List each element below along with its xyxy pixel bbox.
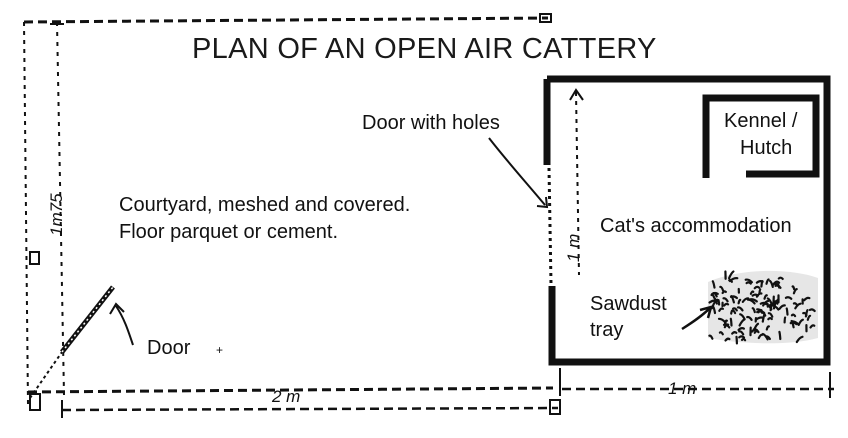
- door-leaf: [29, 285, 115, 399]
- dimension-courtyard-depth: [50, 21, 65, 396]
- label-door: Door: [147, 337, 191, 359]
- dimension-accommodation-depth: [569, 88, 584, 276]
- door-with-holes-leaf: [547, 167, 553, 285]
- kennel-outline: [702, 94, 820, 178]
- accommodation-walls: [543, 75, 831, 366]
- door-arrow: [109, 302, 134, 346]
- label-courtyard-line2: Floor parquet or cement.: [119, 221, 338, 243]
- door-with-holes-arrow: [488, 137, 549, 209]
- sawdust-tray: [708, 270, 818, 345]
- courtyard-outline: [23, 13, 554, 406]
- door-tick: +: [216, 343, 223, 357]
- label-kennel-line1: Kennel /: [724, 110, 798, 132]
- dimension-accommodation-width: [559, 368, 834, 398]
- dimension-courtyard-width-label: 2 m: [271, 387, 300, 406]
- dimension-accommodation-width-label: 1 m: [668, 379, 696, 398]
- label-sawdust-line1: Sawdust: [590, 293, 667, 315]
- dimension-courtyard-depth-label: 1m75: [47, 193, 66, 236]
- sawdust-arrow: [681, 305, 713, 331]
- dimension-accommodation-depth-label: 1 m: [564, 234, 583, 262]
- label-kennel-line2: Hutch: [740, 137, 793, 159]
- diagram-title: PLAN OF AN OPEN AIR CATTERY: [192, 33, 657, 65]
- label-accommodation: Cat's accommodation: [600, 215, 792, 237]
- dimension-courtyard-width: [29, 393, 561, 418]
- label-sawdust-line2: tray: [590, 319, 624, 341]
- label-courtyard-line1: Courtyard, meshed and covered.: [119, 194, 411, 216]
- label-door-with-holes: Door with holes: [362, 112, 500, 134]
